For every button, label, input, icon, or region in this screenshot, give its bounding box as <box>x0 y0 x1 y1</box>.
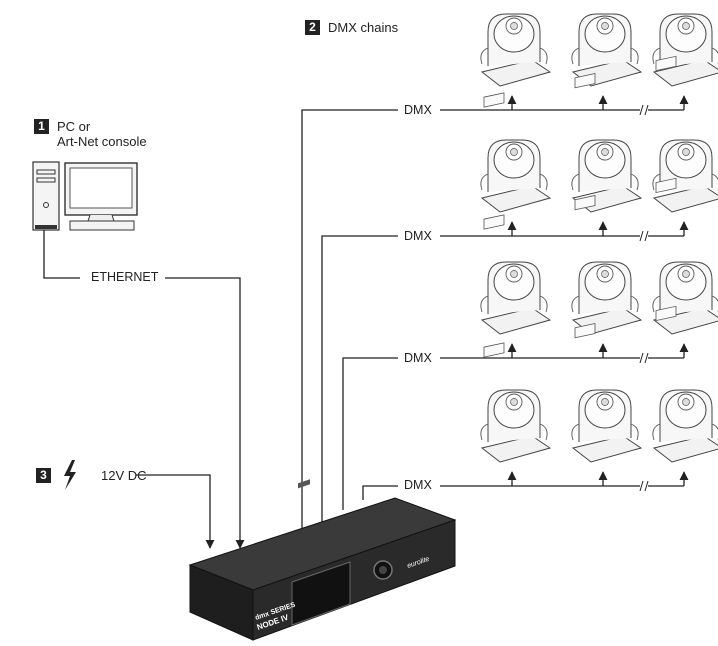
step-3-power: 3 12V DC <box>36 468 147 483</box>
monitor-icon <box>64 162 138 231</box>
ethernet-label: ETHERNET <box>88 270 162 284</box>
moving-head-icon <box>480 342 552 486</box>
step-1-line-1: PC or <box>57 119 91 134</box>
moving-head-icon <box>571 13 643 110</box>
dmx-label-1: DMX <box>401 103 435 117</box>
moving-head-icon <box>480 92 552 236</box>
dmx-label-3: DMX <box>401 351 435 365</box>
cable-break-icon <box>639 480 649 492</box>
lightning-icon <box>64 460 76 490</box>
moving-head-icon <box>652 305 718 486</box>
cable-break-icon <box>639 230 649 242</box>
step-1-line-2: Art-Net console <box>57 134 147 149</box>
step-2-dmx-chains: 2 DMX chains <box>305 20 398 35</box>
moving-head-icon <box>480 214 552 358</box>
cable-break-icon <box>639 104 649 116</box>
step-1-number: 1 <box>34 119 49 134</box>
pc-tower-icon <box>32 161 60 231</box>
moving-head-icon <box>571 73 643 236</box>
dmx-label-4: DMX <box>401 478 435 492</box>
step-1-pc-console: 1 PC or Art-Net console <box>34 119 147 149</box>
moving-head-icon <box>480 13 552 110</box>
dmx-label-2: DMX <box>401 229 435 243</box>
moving-head-icon <box>652 13 718 110</box>
step-3-label: 12V DC <box>101 468 147 483</box>
moving-head-icon <box>652 177 718 358</box>
cable-break-icon <box>639 352 649 364</box>
dmx-node-device <box>188 479 457 641</box>
step-2-label: DMX chains <box>328 20 399 35</box>
moving-head-icon <box>571 323 643 486</box>
step-3-number: 3 <box>36 468 51 483</box>
moving-head-icon <box>652 55 718 236</box>
step-2-number: 2 <box>305 20 320 35</box>
